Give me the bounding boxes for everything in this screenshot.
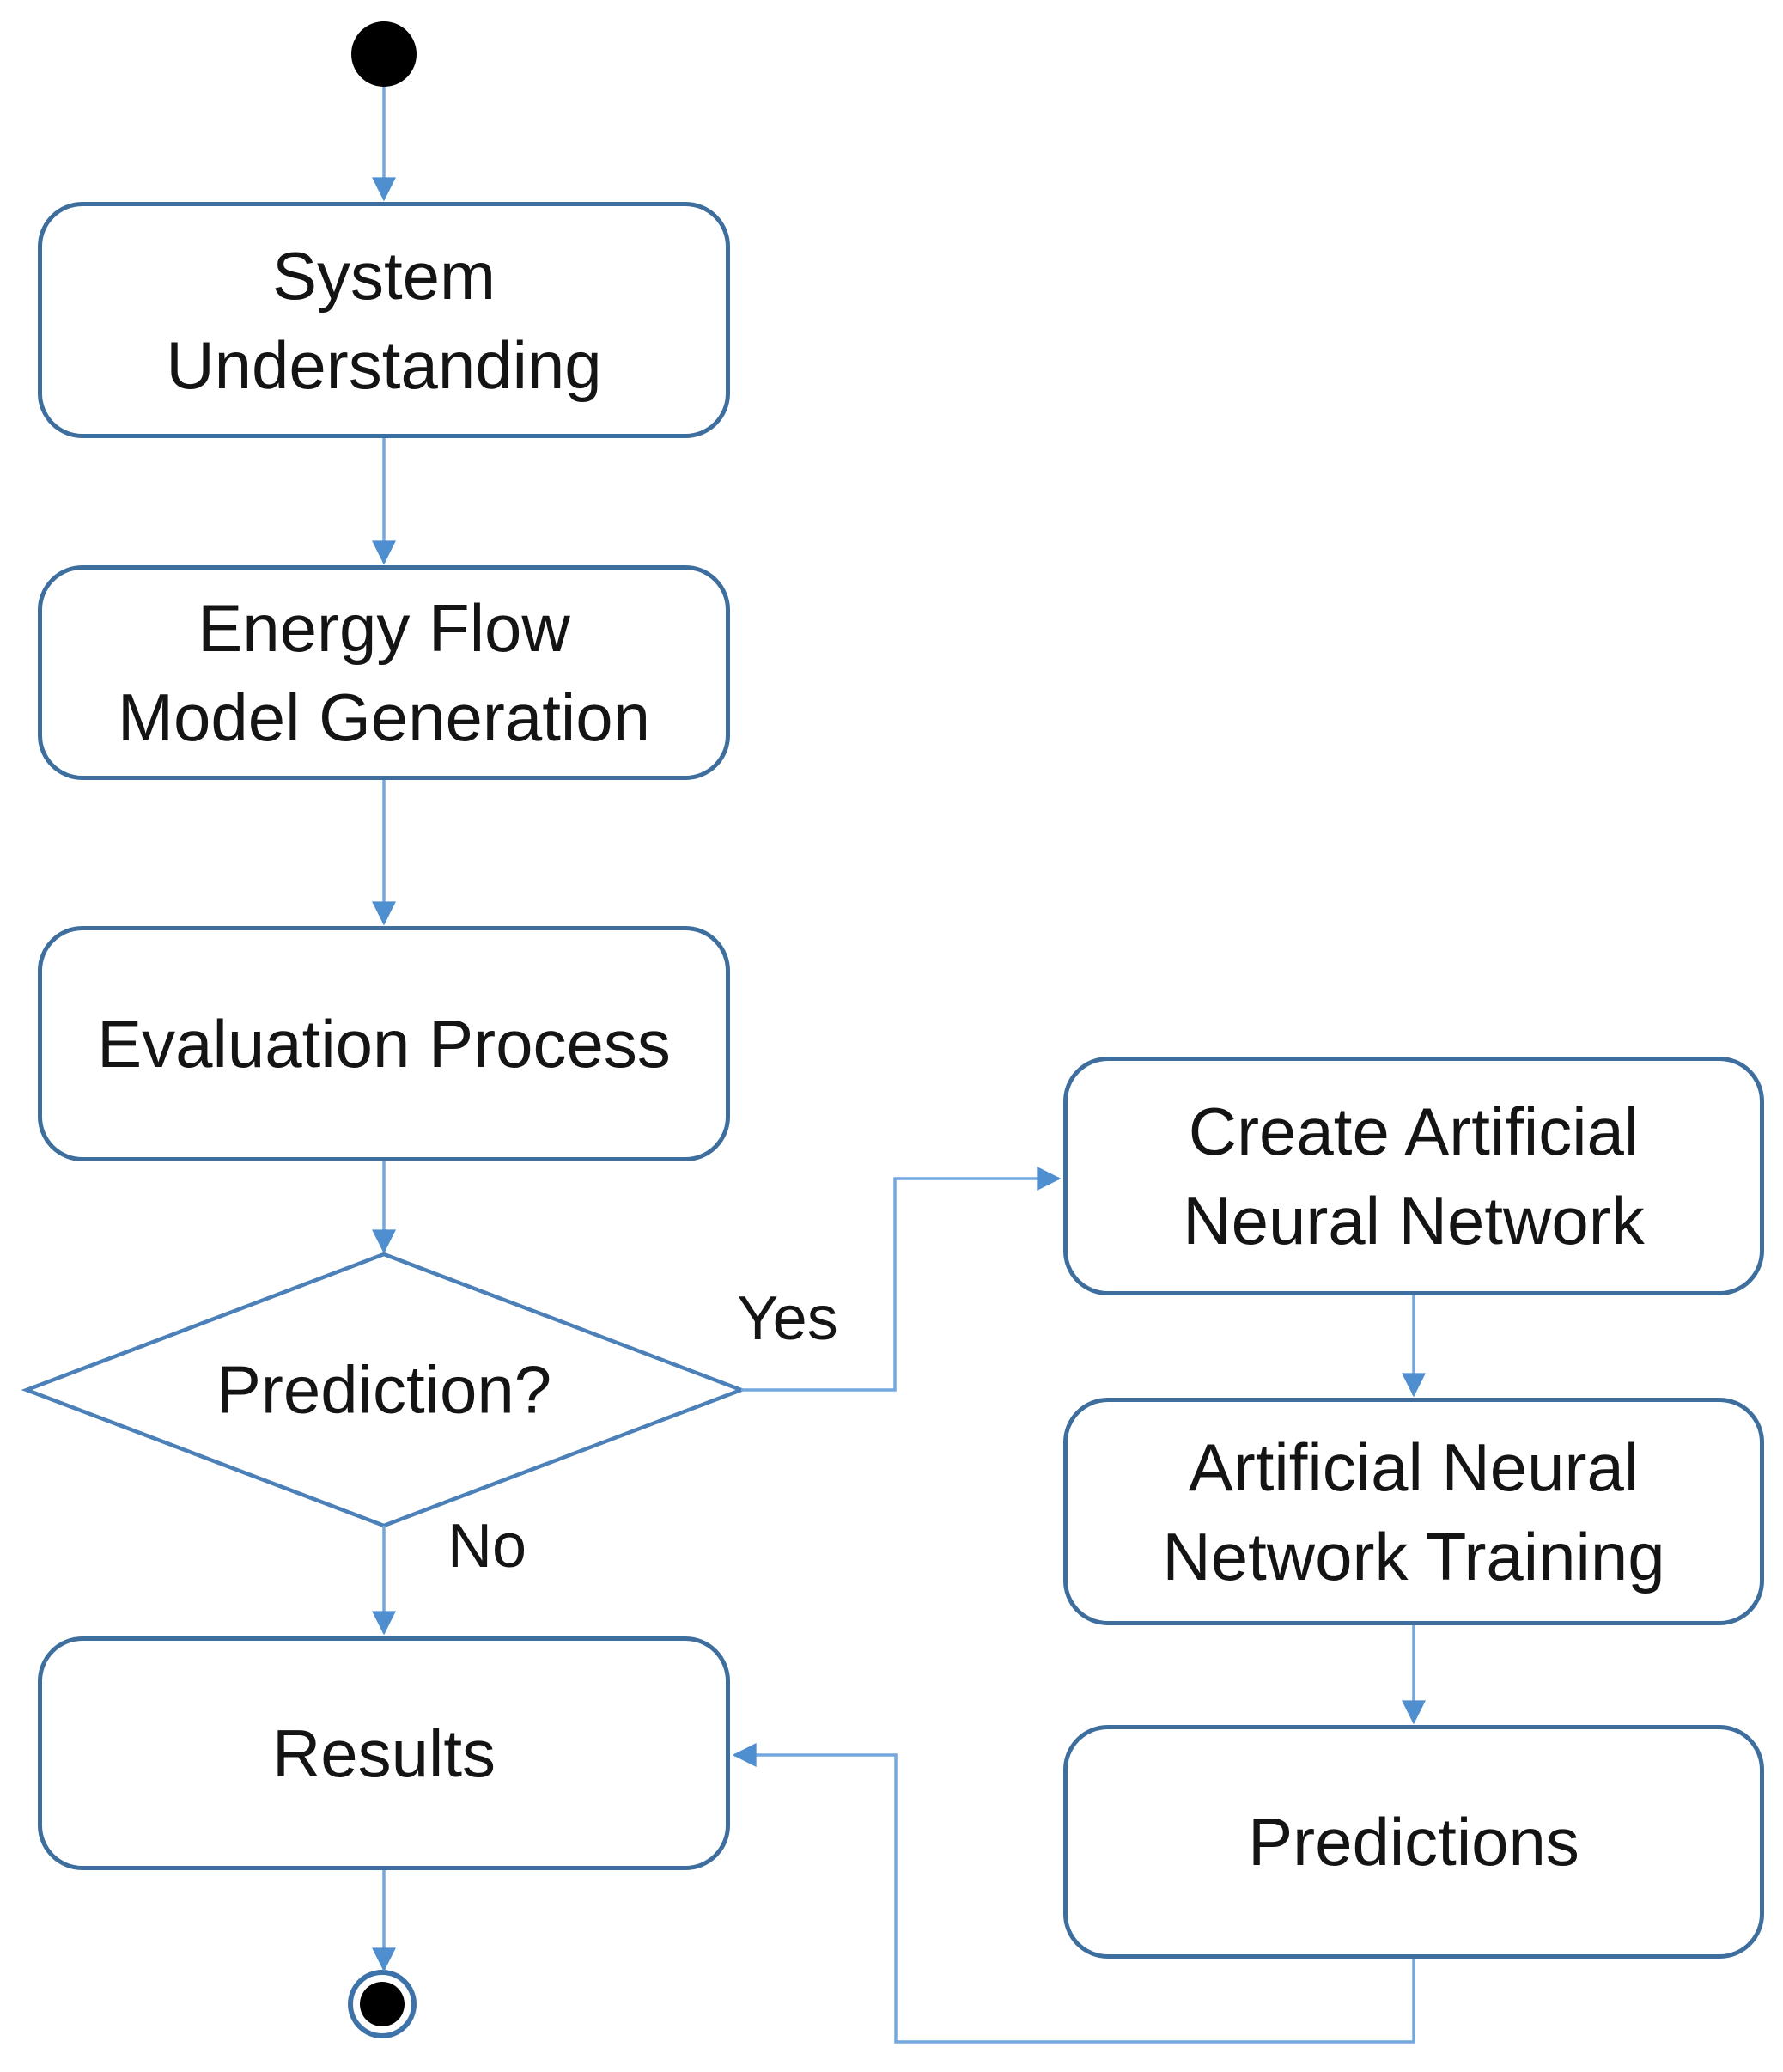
node-evaluation-process: Evaluation Process — [38, 926, 730, 1161]
node-label-line: Neural Network — [1183, 1183, 1645, 1258]
end-node-dot-icon — [360, 1982, 405, 2026]
node-artificial-neural-network-training: Artificial Neural Network Training — [1063, 1398, 1764, 1625]
node-label-line: Evaluation Process — [97, 1006, 671, 1082]
edge-label-no: No — [447, 1512, 527, 1581]
node-system-understanding: System Understanding — [38, 202, 730, 438]
edge-decision-yes-to-create-ann — [741, 1167, 1062, 1392]
node-label-line: Energy Flow — [198, 590, 570, 666]
node-label-line: Create Artificial — [1188, 1094, 1640, 1169]
node-predictions: Predictions — [1063, 1725, 1764, 1959]
decision-prediction-label: Prediction? — [216, 1351, 552, 1428]
edge-predictions-to-results — [732, 1743, 1415, 2044]
node-label-line: Understanding — [166, 326, 602, 403]
node-label-line: Predictions — [1248, 1804, 1579, 1880]
edge-label-yes: Yes — [737, 1284, 838, 1353]
node-label-line: Model Generation — [117, 679, 651, 755]
node-results: Results — [38, 1636, 730, 1870]
node-label-line: Artificial Neural — [1188, 1429, 1640, 1505]
start-node-icon — [351, 21, 417, 87]
node-label-line: System — [271, 237, 496, 314]
node-energy-flow-model-generation: Energy Flow Model Generation — [38, 565, 730, 780]
node-label-line: Results — [271, 1715, 496, 1791]
node-create-artificial-neural-network: Create Artificial Neural Network — [1063, 1057, 1764, 1295]
node-label-line: Network Training — [1162, 1518, 1665, 1594]
